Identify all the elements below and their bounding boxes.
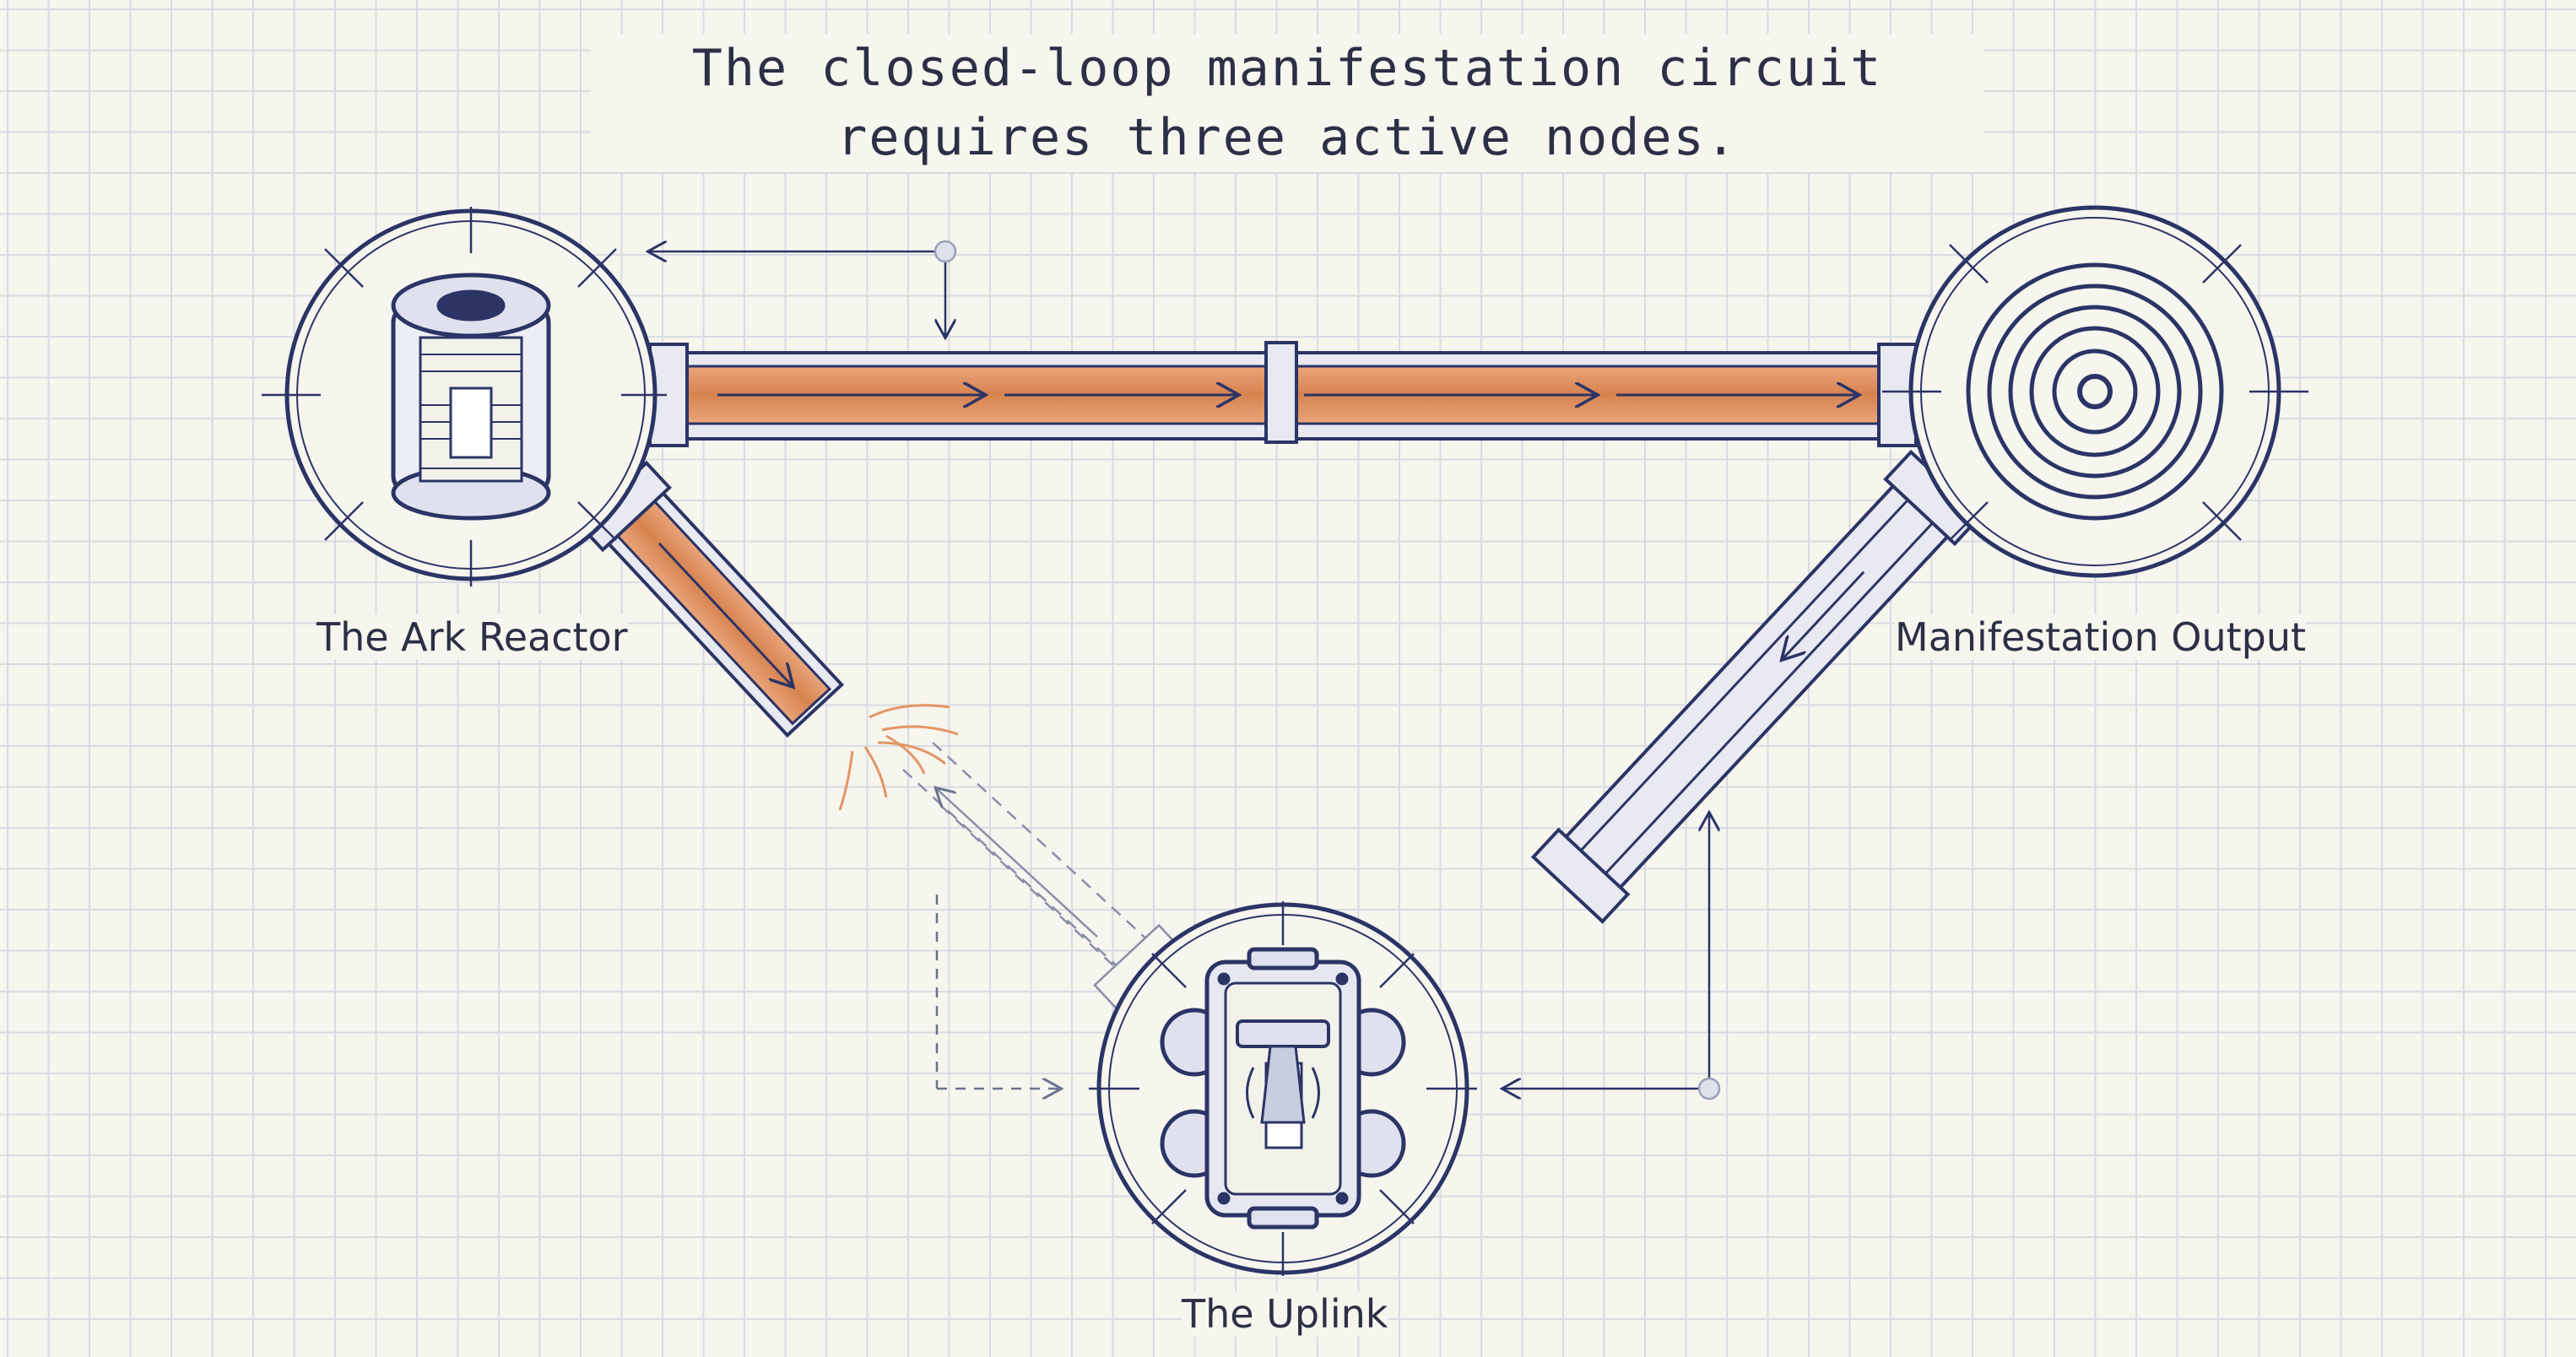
dimension-lines-dashed xyxy=(935,895,1059,1089)
title-line-2: requires three active nodes. xyxy=(836,108,1738,167)
node-ark-reactor xyxy=(262,207,667,587)
node-manifestation-output xyxy=(1882,205,2308,578)
missing-segment-ghost xyxy=(902,742,1161,980)
node-uplink xyxy=(1089,901,1477,1276)
ghost-flow-arrow xyxy=(937,789,1098,938)
toggle-switch-icon xyxy=(1160,947,1406,1230)
dimension-lines xyxy=(650,240,1721,1100)
pipe-left-broken xyxy=(577,460,1186,1014)
label-uplink: The Uplink xyxy=(1182,1291,1388,1337)
label-ark-reactor: The Ark Reactor xyxy=(317,614,628,660)
label-manifestation-output: Manifestation Output xyxy=(1895,614,2307,660)
reactor-coil-icon xyxy=(391,273,551,521)
pipe-right xyxy=(1530,449,1983,924)
pipe-top xyxy=(648,341,1918,447)
copper-sparks xyxy=(838,704,959,811)
title-line-1: The closed-loop manifestation circuit xyxy=(691,39,1883,98)
diagram-title: The closed-loop manifestation circuit re… xyxy=(591,34,1983,172)
concentric-rings-icon xyxy=(1966,262,2224,521)
